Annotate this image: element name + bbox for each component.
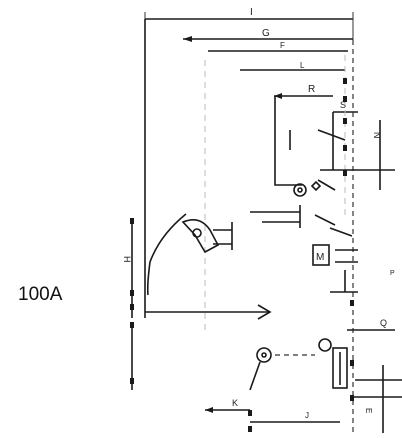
dim-L: L [240, 61, 345, 71]
dim-I-label: I [250, 7, 253, 18]
M-element: M P [312, 244, 395, 293]
dim-N-label: N [372, 132, 382, 139]
dim-S-label: S [340, 100, 346, 110]
dim-L-label: L [300, 61, 305, 70]
dim-H-label: H [122, 256, 132, 263]
dim-M-label: M [316, 252, 324, 263]
dim-P-label: P [390, 270, 395, 277]
dim-J: J [248, 410, 340, 432]
middle-mechanism [146, 205, 353, 296]
dim-F-label: F [280, 41, 285, 50]
dim-I: I [144, 7, 354, 40]
dim-R: R [274, 84, 333, 99]
upper-bracket: N [274, 96, 395, 197]
dim-F: F [208, 41, 348, 52]
dim-K-label: K [232, 398, 238, 408]
dim-K: K [205, 398, 250, 413]
dim-G: G [183, 28, 353, 42]
dim-G-label: G [262, 28, 270, 39]
lower-mechanism: Q E [249, 318, 402, 433]
tick-column [343, 78, 354, 401]
dim-J-label: J [305, 411, 309, 420]
left-vertical-dimension: H [122, 218, 134, 390]
figure-label: 100A [18, 284, 63, 305]
dim-Q-label: Q [380, 318, 387, 328]
horizontal-arrow [145, 304, 272, 320]
dim-E-label: E [364, 408, 373, 413]
dim-R-label: R [308, 84, 315, 95]
